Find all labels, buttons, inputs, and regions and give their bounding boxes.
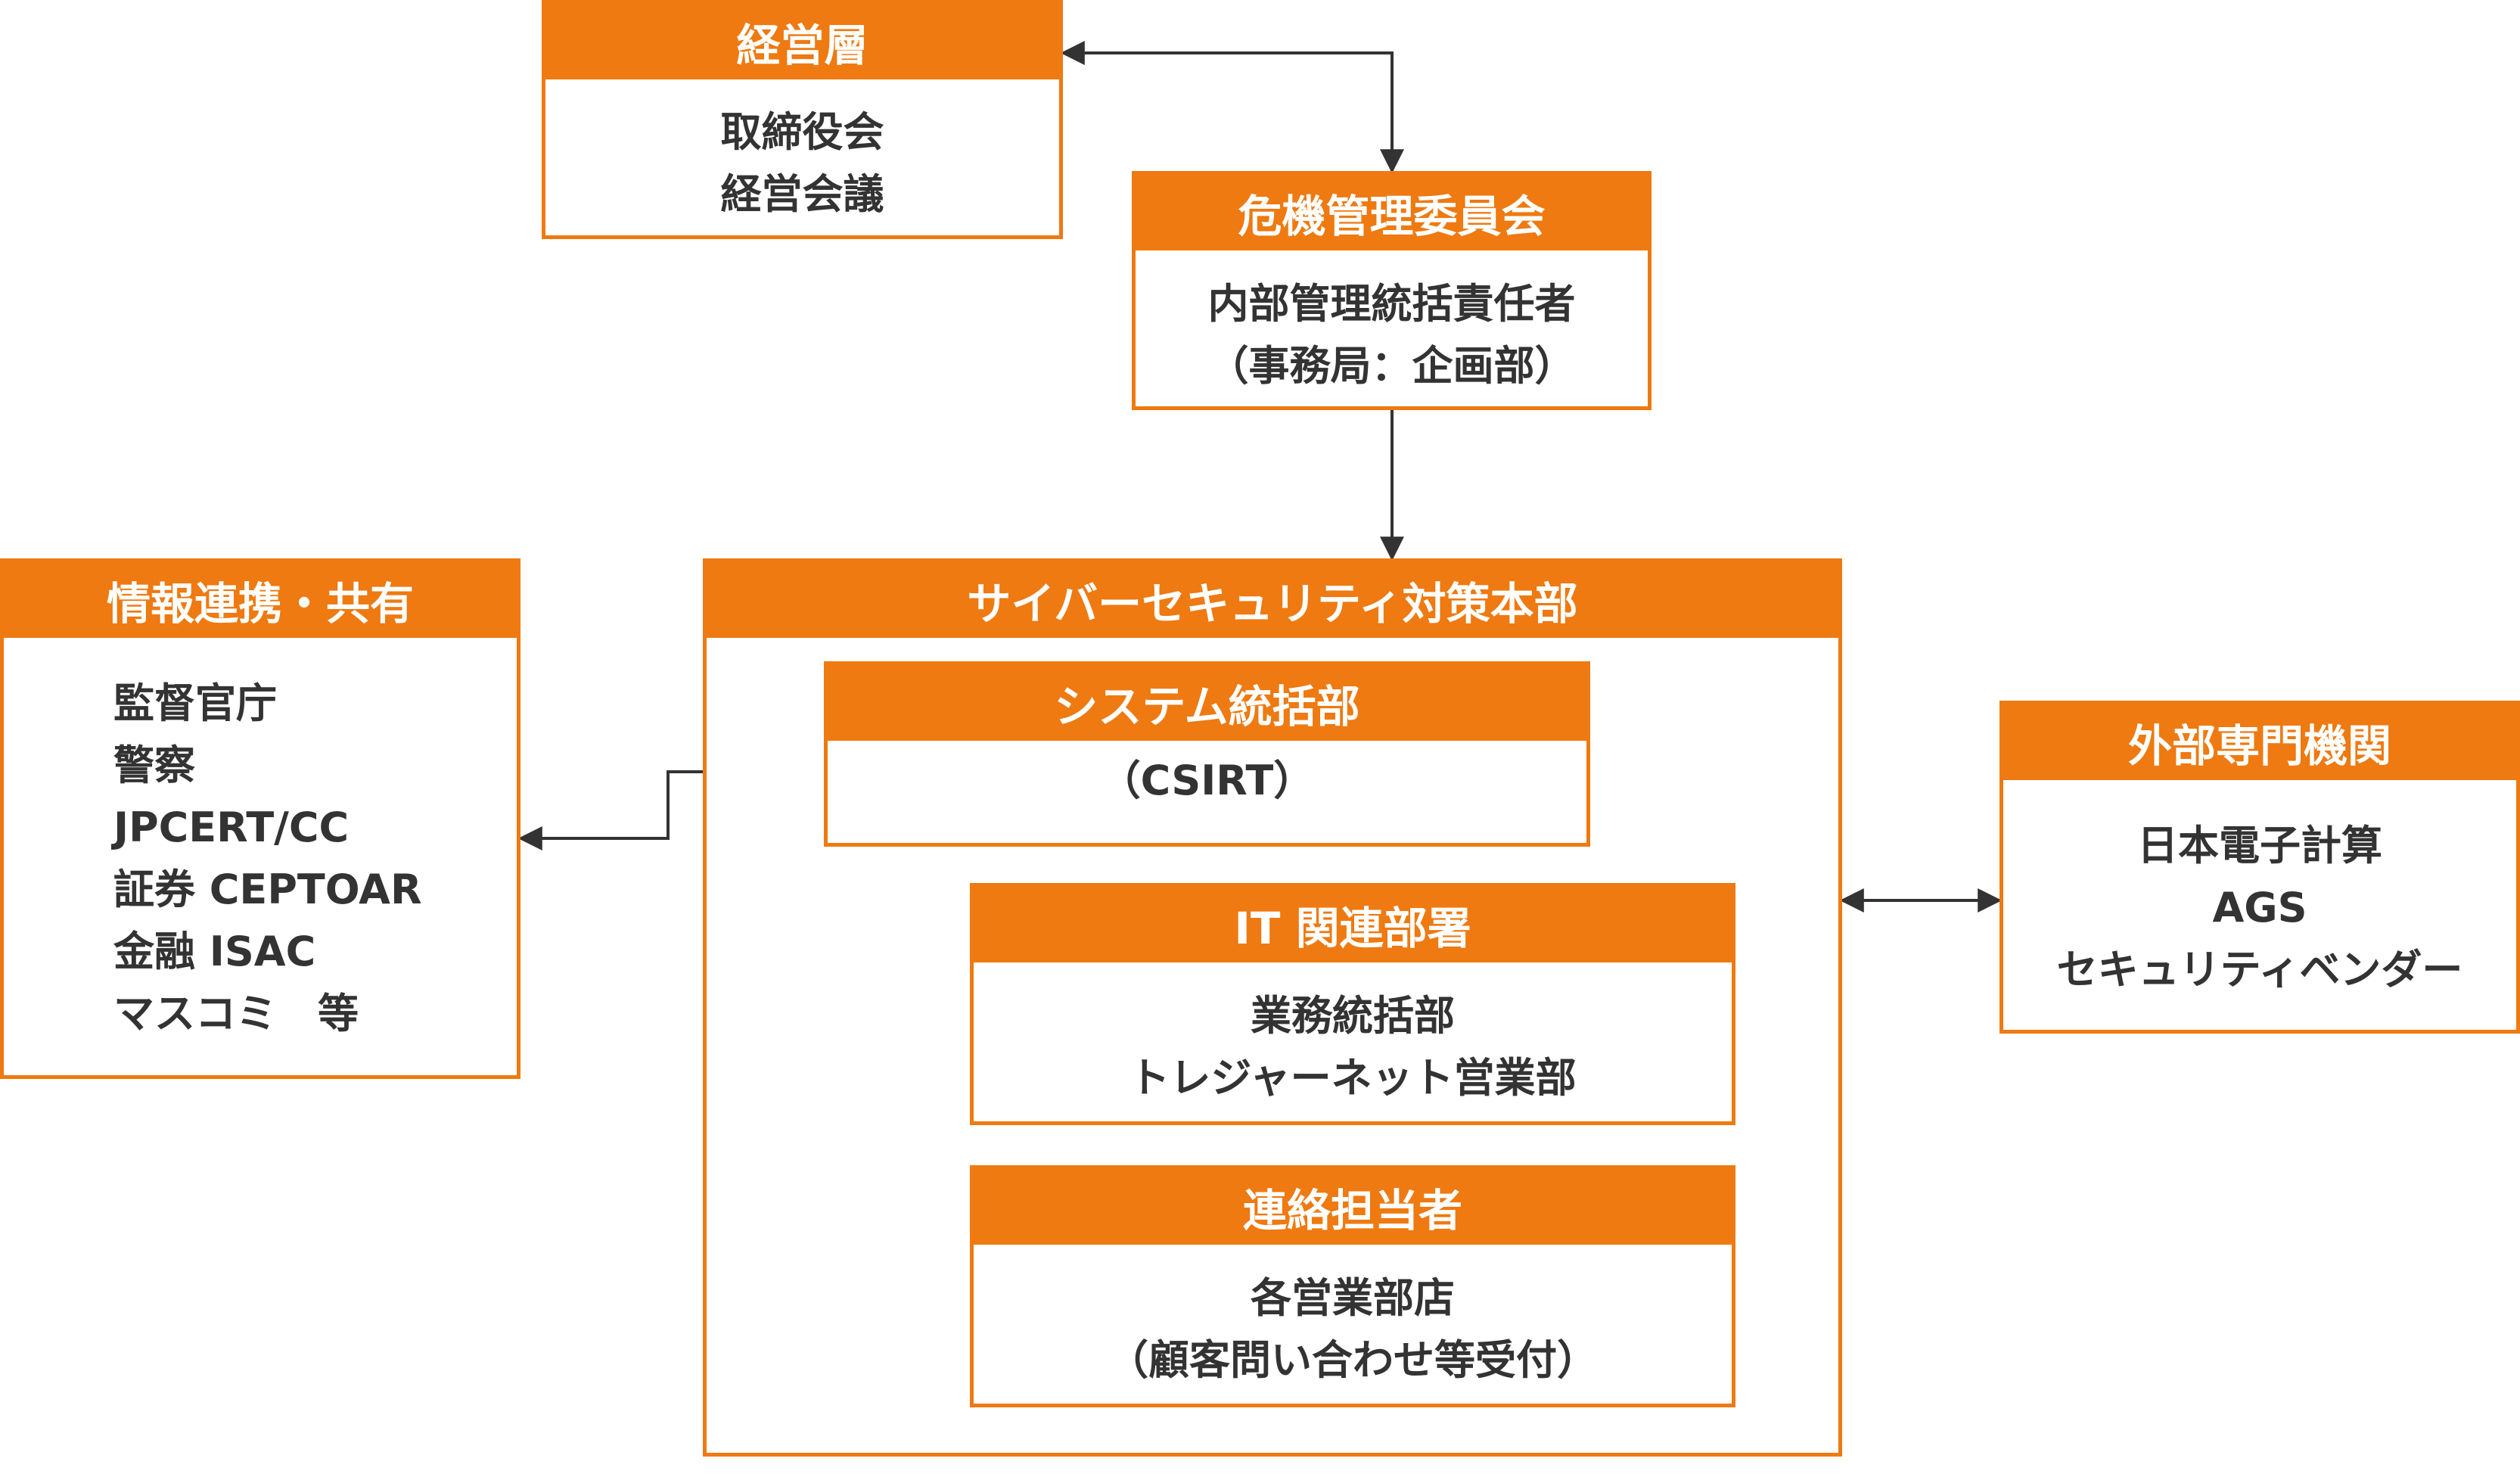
management-line-board: 取締役会 <box>720 108 884 156</box>
contact-box: 連絡担当者 各営業部店 （顧客問い合わせ等受付） <box>970 1165 1735 1407</box>
external-line-vendors: セキュリティベンダー <box>2056 946 2463 993</box>
it-depts-line-treasurenet: トレジャーネット営業部 <box>1129 1054 1577 1102</box>
system-dept-line-csirt: （CSIRT） <box>1099 757 1315 804</box>
crisis-committee-line-secretariat: （事務局：企画部） <box>1207 342 1576 390</box>
crisis-committee-body: 内部管理統括責任者 （事務局：企画部） <box>1136 273 1648 397</box>
external-line-jcc: 日本電子計算 <box>2137 822 2382 869</box>
external-body: 日本電子計算 AGS セキュリティベンダー <box>2003 815 2516 1001</box>
cyber-hq-title: サイバーセキュリティ対策本部 <box>707 562 1838 638</box>
info-sharing-line-jpcert: JPCERT/CC <box>113 804 350 851</box>
info-sharing-line-media: マスコミ 等 <box>113 990 359 1037</box>
crisis-committee-line-officer: 内部管理統括責任者 <box>1207 280 1576 328</box>
external-line-ags: AGS <box>2212 884 2307 931</box>
crisis-committee-box: 危機管理委員会 内部管理統括責任者 （事務局：企画部） <box>1132 171 1652 410</box>
it-depts-title: IT 関連部署 <box>974 887 1732 962</box>
info-sharing-line-isac: 金融 ISAC <box>113 928 316 975</box>
contact-title: 連絡担当者 <box>974 1169 1732 1245</box>
info-sharing-title: 情報連携・共有 <box>4 562 517 638</box>
info-sharing-line-police: 警察 <box>113 742 195 789</box>
system-dept-box: システム統括部 （CSIRT） <box>824 661 1590 847</box>
contact-body: 各営業部店 （顧客問い合わせ等受付） <box>974 1267 1732 1391</box>
contact-line-branches: 各営業部店 <box>1251 1274 1455 1322</box>
crisis-committee-title: 危機管理委員会 <box>1136 175 1648 250</box>
it-depts-body: 業務統括部 トレジャーネット営業部 <box>974 985 1732 1109</box>
management-crisis-connector <box>1060 41 1404 174</box>
management-title: 経営層 <box>545 4 1059 79</box>
system-dept-title: システム統括部 <box>828 665 1586 741</box>
info-sharing-line-ceptoar: 証券 CEPTOAR <box>113 866 422 913</box>
info-sharing-box: 情報連携・共有 監督官庁 警察 JPCERT/CC 証券 CEPTOAR 金融 … <box>0 558 520 1079</box>
external-box: 外部専門機関 日本電子計算 AGS セキュリティベンダー <box>2000 701 2520 1034</box>
management-line-meeting: 経営会議 <box>720 170 884 218</box>
contact-line-inquiries: （顧客問い合わせ等受付） <box>1108 1336 1598 1384</box>
it-depts-line-business: 業務統括部 <box>1251 992 1455 1040</box>
management-box: 経営層 取締役会 経営会議 <box>542 0 1063 239</box>
it-depts-box: IT 関連部署 業務統括部 トレジャーネット営業部 <box>970 883 1735 1125</box>
info-sharing-line-regulator: 監督官庁 <box>113 679 277 727</box>
management-body: 取締役会 経営会議 <box>545 101 1059 225</box>
info-sharing-body: 監督官庁 警察 JPCERT/CC 証券 CEPTOAR 金融 ISAC マスコ… <box>4 673 517 1045</box>
system-dept-body: （CSIRT） <box>828 750 1586 812</box>
external-title: 外部専門機関 <box>2003 704 2516 780</box>
